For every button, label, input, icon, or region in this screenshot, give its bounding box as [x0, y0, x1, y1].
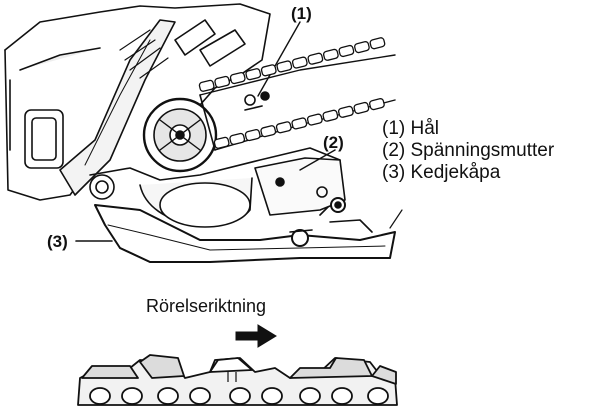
callout-2: (2)	[323, 133, 344, 153]
direction-label: Rörelseriktning	[146, 296, 266, 317]
callout-1: (1)	[291, 4, 312, 24]
direction-arrow-icon	[236, 325, 276, 347]
legend-item-tensioning-nut: (2) Spänningsmutter	[382, 140, 554, 162]
callout-3: (3)	[47, 232, 68, 252]
legend-item-hole: (1) Hål	[382, 118, 554, 140]
legend: (1) Hål (2) Spänningsmutter (3) Kedjekåp…	[382, 118, 554, 184]
chain-closeup	[78, 355, 397, 405]
legend-item-chain-cover: (3) Kedjekåpa	[382, 162, 554, 184]
